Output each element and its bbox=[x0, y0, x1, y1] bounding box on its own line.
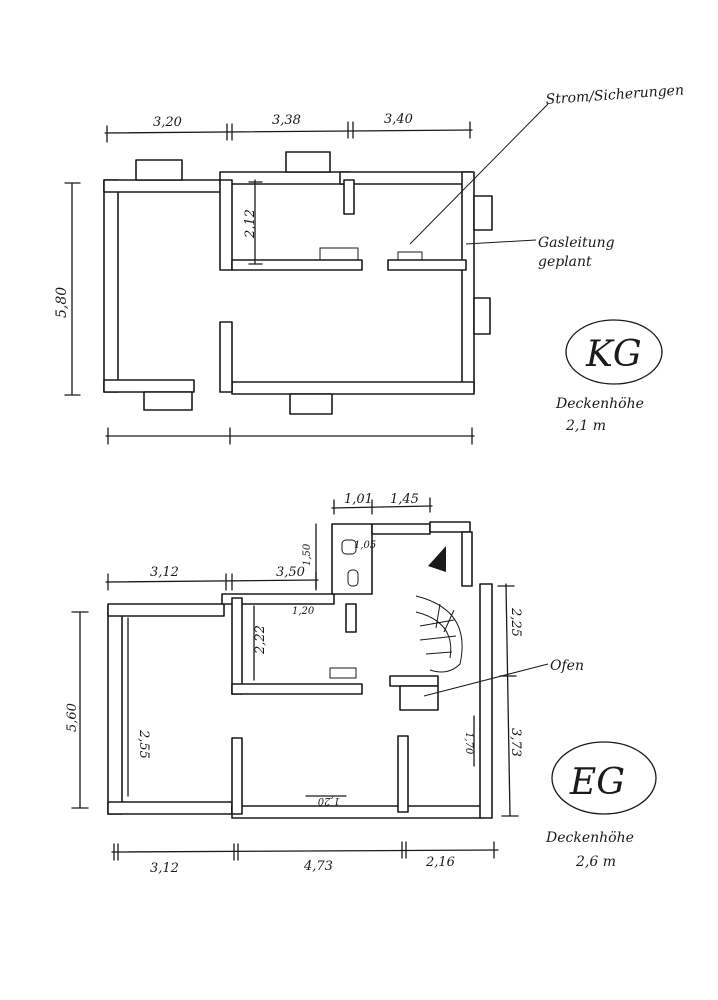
kg-gas-leader-line bbox=[465, 239, 537, 245]
kg-walls bbox=[103, 151, 493, 415]
kg-label-circle bbox=[565, 319, 663, 385]
eg-dim-room-w: 1,20 bbox=[292, 606, 315, 617]
eg-walls bbox=[107, 521, 493, 819]
eg-note-oven: Ofen bbox=[550, 658, 584, 674]
kg-dim-left: 5,80 bbox=[54, 287, 70, 318]
eg-dim-inner-right: 1,70 bbox=[463, 732, 474, 755]
eg-dim-top-small-2: 1,45 bbox=[390, 492, 419, 507]
eg-dim-bottom-3: 2,16 bbox=[425, 855, 455, 870]
kg-dim-top-2: 3,38 bbox=[272, 113, 301, 128]
eg-oven-leader-line bbox=[423, 663, 549, 697]
eg-dim-mid-a: 3,50 bbox=[276, 565, 305, 580]
eg-top-small-dimension-line bbox=[331, 497, 433, 515]
kg-dim-room: 2,12 bbox=[243, 209, 258, 239]
meter-icon bbox=[397, 251, 423, 261]
eg-dim-right-bottom: 3,73 bbox=[508, 728, 523, 757]
kg-room-dimension-line bbox=[248, 179, 263, 265]
kg-ceiling-label: Deckenhöhe bbox=[555, 396, 644, 412]
kg-note-gas-1: Gasleitung bbox=[538, 235, 615, 251]
eg-dim-left: 5,60 bbox=[65, 703, 80, 732]
eg-plan: 1,01 1,45 3,12 3,50 1,50 5,60 bbox=[65, 492, 657, 876]
staircase-icon bbox=[415, 595, 463, 673]
eg-dim-top-small-1: 1,01 bbox=[344, 492, 373, 507]
kg-note-gas-2: geplant bbox=[538, 254, 592, 270]
eg-bottom-dimension-line bbox=[111, 841, 499, 861]
eg-left-dimension-line bbox=[71, 611, 89, 809]
kg-plan: 3,20 3,38 3,40 5,80 bbox=[54, 82, 684, 445]
eg-top-dimension-line bbox=[105, 571, 319, 591]
radiator-icon bbox=[319, 247, 359, 261]
eg-dim-bottom-inner: 1,20 bbox=[317, 795, 340, 806]
eg-dim-right-top: 2,25 bbox=[508, 607, 523, 637]
kg-power-leader-line bbox=[409, 103, 549, 245]
eg-floor-label: EG bbox=[569, 762, 625, 803]
stair-direction-arrow-icon bbox=[428, 546, 446, 572]
kg-top-dimension-line bbox=[104, 121, 473, 143]
kg-left-dimension-line bbox=[64, 182, 81, 396]
kg-bottom-dimension-line bbox=[105, 427, 475, 445]
kg-dim-top-3: 3,40 bbox=[384, 112, 413, 127]
toilet-icon bbox=[347, 569, 359, 587]
washbasin-icon bbox=[341, 539, 357, 555]
eg-dim-bottom-1: 3,12 bbox=[150, 861, 179, 876]
kg-note-power: Strom/Sicherungen bbox=[545, 82, 684, 108]
eg-dim-inner-left: 2,55 bbox=[136, 729, 151, 759]
kg-ceiling-value: 2,1 m bbox=[565, 418, 606, 434]
kg-dim-top-1: 3,20 bbox=[153, 115, 182, 130]
eg-ceiling-value: 2,6 m bbox=[575, 854, 616, 870]
eg-radiator-icon bbox=[329, 667, 357, 679]
eg-label-circle bbox=[551, 741, 657, 815]
eg-dim-room-h: 2,22 bbox=[253, 625, 268, 655]
eg-dim-wc: 1,05 bbox=[354, 540, 376, 551]
eg-dim-mid-b: 1,50 bbox=[302, 543, 313, 566]
eg-dim-top-left: 3,12 bbox=[150, 565, 179, 580]
eg-dim-bottom-2: 4,73 bbox=[303, 859, 333, 874]
kg-floor-label: KG bbox=[585, 334, 642, 375]
eg-ceiling-label: Deckenhöhe bbox=[545, 830, 634, 846]
